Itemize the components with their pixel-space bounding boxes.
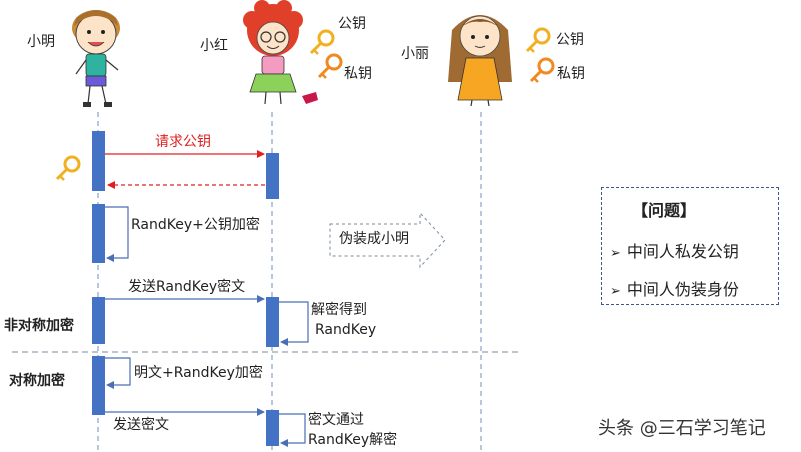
activation-bar: [92, 356, 105, 415]
watermark: 头条 @三石学习笔记: [598, 418, 766, 439]
problems-callout: 【问题】 ➢中间人私发公钥 ➢中间人伪装身份: [601, 187, 779, 305]
key-icon: [529, 57, 555, 83]
actor-label-xiaoli: 小丽: [401, 46, 429, 62]
arrow-self-sym-encrypt: [105, 357, 131, 389]
activation-bar: [266, 297, 279, 347]
actor-label-xiaohong: 小红: [200, 38, 228, 54]
arrow-self-decrypt: [279, 301, 309, 346]
key-icon: [55, 155, 81, 181]
msg-request-public-key: 请求公钥: [155, 134, 211, 150]
actor-label-xiaoming: 小明: [27, 34, 55, 50]
key-icon: [309, 29, 335, 55]
key-label-hong-public: 公钥: [338, 16, 366, 32]
msg-cipher-line2: RandKey解密: [308, 432, 398, 448]
section-label-asymmetric: 非对称加密: [4, 318, 74, 334]
bullet-arrow-icon: ➢: [610, 246, 621, 261]
msg-decrypt-line2: RandKey: [315, 322, 377, 338]
section-label-symmetric: 对称加密: [9, 373, 65, 389]
key-label-hong-private: 私钥: [344, 66, 372, 82]
arrow-self-sym-decrypt: [279, 413, 306, 447]
msg-disguise: 伪装成小明: [339, 231, 409, 247]
activation-bar: [92, 204, 105, 263]
xiaoli-avatar: [448, 15, 512, 107]
activation-bar: [92, 131, 105, 191]
msg-decrypt-line1: 解密得到: [311, 302, 367, 318]
disguise-block-arrow: [329, 211, 446, 269]
activation-bar: [92, 297, 105, 344]
key-label-li-public: 公钥: [556, 32, 584, 48]
bullet-arrow-icon: ➢: [610, 284, 621, 299]
activation-bar: [266, 153, 279, 199]
msg-plaintext-encrypt: 明文+RandKey加密: [134, 365, 263, 381]
key-icon: [317, 53, 343, 79]
msg-cipher-line1: 密文通过: [308, 412, 364, 428]
problem-item: ➢中间人私发公钥: [610, 242, 739, 261]
arrow-self-encrypt: [105, 206, 129, 262]
key-icon: [525, 27, 551, 53]
problems-title: 【问题】: [632, 201, 697, 220]
msg-send-cipher: 发送密文: [113, 417, 169, 433]
activation-bar: [266, 410, 279, 446]
key-label-li-private: 私钥: [557, 66, 585, 82]
problem-item: ➢中间人伪装身份: [610, 280, 739, 299]
msg-randkey-encrypt: RandKey+公钥加密: [131, 217, 260, 233]
msg-send-randkey-cipher: 发送RandKey密文: [128, 279, 246, 295]
xiaohong-avatar: [243, 0, 318, 105]
xiaoming-avatar: [72, 10, 120, 107]
